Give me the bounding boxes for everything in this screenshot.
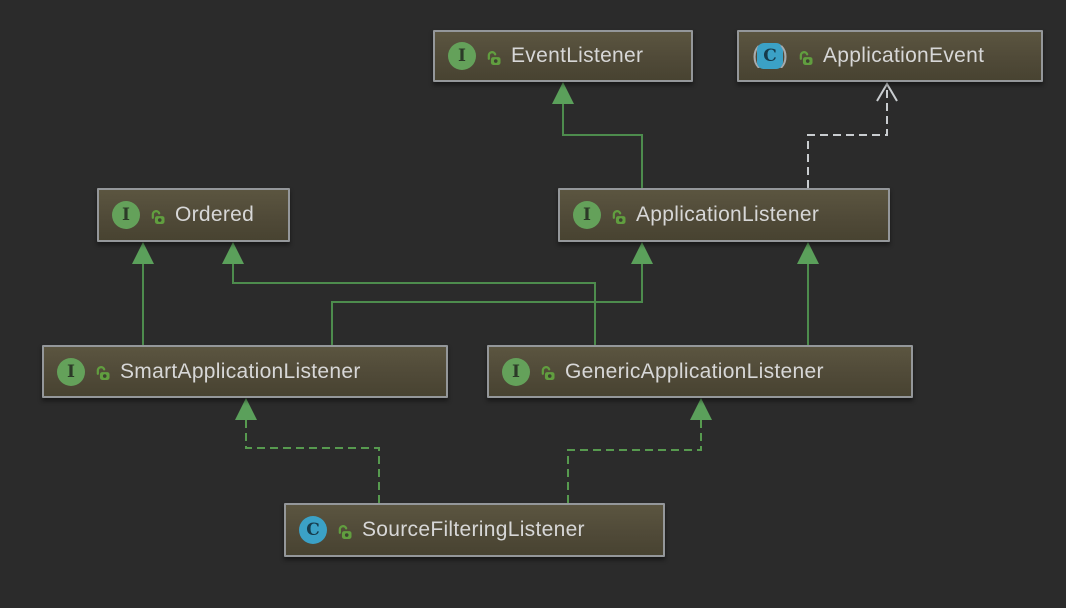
public-unlocked-icon [612, 209, 626, 224]
public-unlocked-icon [151, 209, 165, 224]
class-icon: C [299, 516, 327, 544]
edge-sourcefilteringlistener-implements-genericapplicationlistener [567, 398, 712, 503]
public-unlocked-icon [96, 366, 110, 380]
node-label: SourceFilteringListener [362, 518, 585, 541]
public-unlocked-icon [799, 50, 813, 65]
public-unlocked-icon [338, 524, 352, 539]
node-application-event[interactable]: ( C ) ApplicationEvent [737, 30, 1043, 82]
edge-applicationlistener-dependency-applicationevent [807, 82, 898, 188]
edge-genericapplicationlistener-extends-applicationlistener [797, 242, 819, 345]
node-source-filtering-listener[interactable]: C SourceFilteringListener [284, 503, 665, 557]
node-ordered[interactable]: I Ordered [97, 188, 290, 242]
arrowhead-extends-eventlistener [552, 82, 574, 104]
node-label: SmartApplicationListener [120, 359, 361, 383]
node-generic-application-listener[interactable]: I GenericApplicationListener [487, 345, 913, 398]
edge-applicationlistener-extends-eventlistener [552, 82, 643, 188]
edge-smartapplicationlistener-extends-applicationlistener [331, 242, 653, 345]
node-smart-application-listener[interactable]: I SmartApplicationListener [42, 345, 448, 398]
public-unlocked-icon [541, 366, 555, 380]
edge-genericapplicationlistener-extends-ordered [222, 242, 596, 345]
arrowhead-dependency-applicationevent [876, 82, 898, 102]
node-label: Ordered [175, 203, 255, 226]
abstract-paren-close: ) [780, 42, 788, 69]
arrowhead-smart-extends-ordered [132, 242, 154, 264]
edge-sourcefilteringlistener-implements-smartapplicationlistener [235, 398, 380, 503]
node-application-listener[interactable]: I ApplicationListener [558, 188, 890, 242]
node-label: ApplicationEvent [823, 44, 985, 67]
arrowhead-implements-generic [690, 398, 712, 420]
node-label: EventListener [511, 44, 644, 67]
public-unlocked-icon [487, 50, 501, 65]
arrowhead-implements-smart [235, 398, 257, 420]
interface-icon: I [112, 201, 140, 229]
interface-icon: I [57, 357, 85, 386]
class-icon: C [757, 43, 783, 69]
edge-smartapplicationlistener-extends-ordered [132, 242, 154, 345]
arrowhead-generic-extends-ordered [222, 242, 244, 264]
abstract-class-icon: ( C ) [752, 42, 788, 70]
node-event-listener[interactable]: I EventListener [433, 30, 693, 82]
arrowhead-generic-extends-applicationlistener [797, 242, 819, 264]
arrowhead-smart-extends-applicationlistener [631, 242, 653, 264]
interface-icon: I [573, 201, 601, 229]
abstract-paren-open: ( [752, 42, 760, 69]
interface-icon: I [502, 357, 530, 386]
interface-icon: I [448, 42, 476, 70]
node-label: GenericApplicationListener [565, 359, 824, 383]
node-label: ApplicationListener [636, 203, 820, 226]
